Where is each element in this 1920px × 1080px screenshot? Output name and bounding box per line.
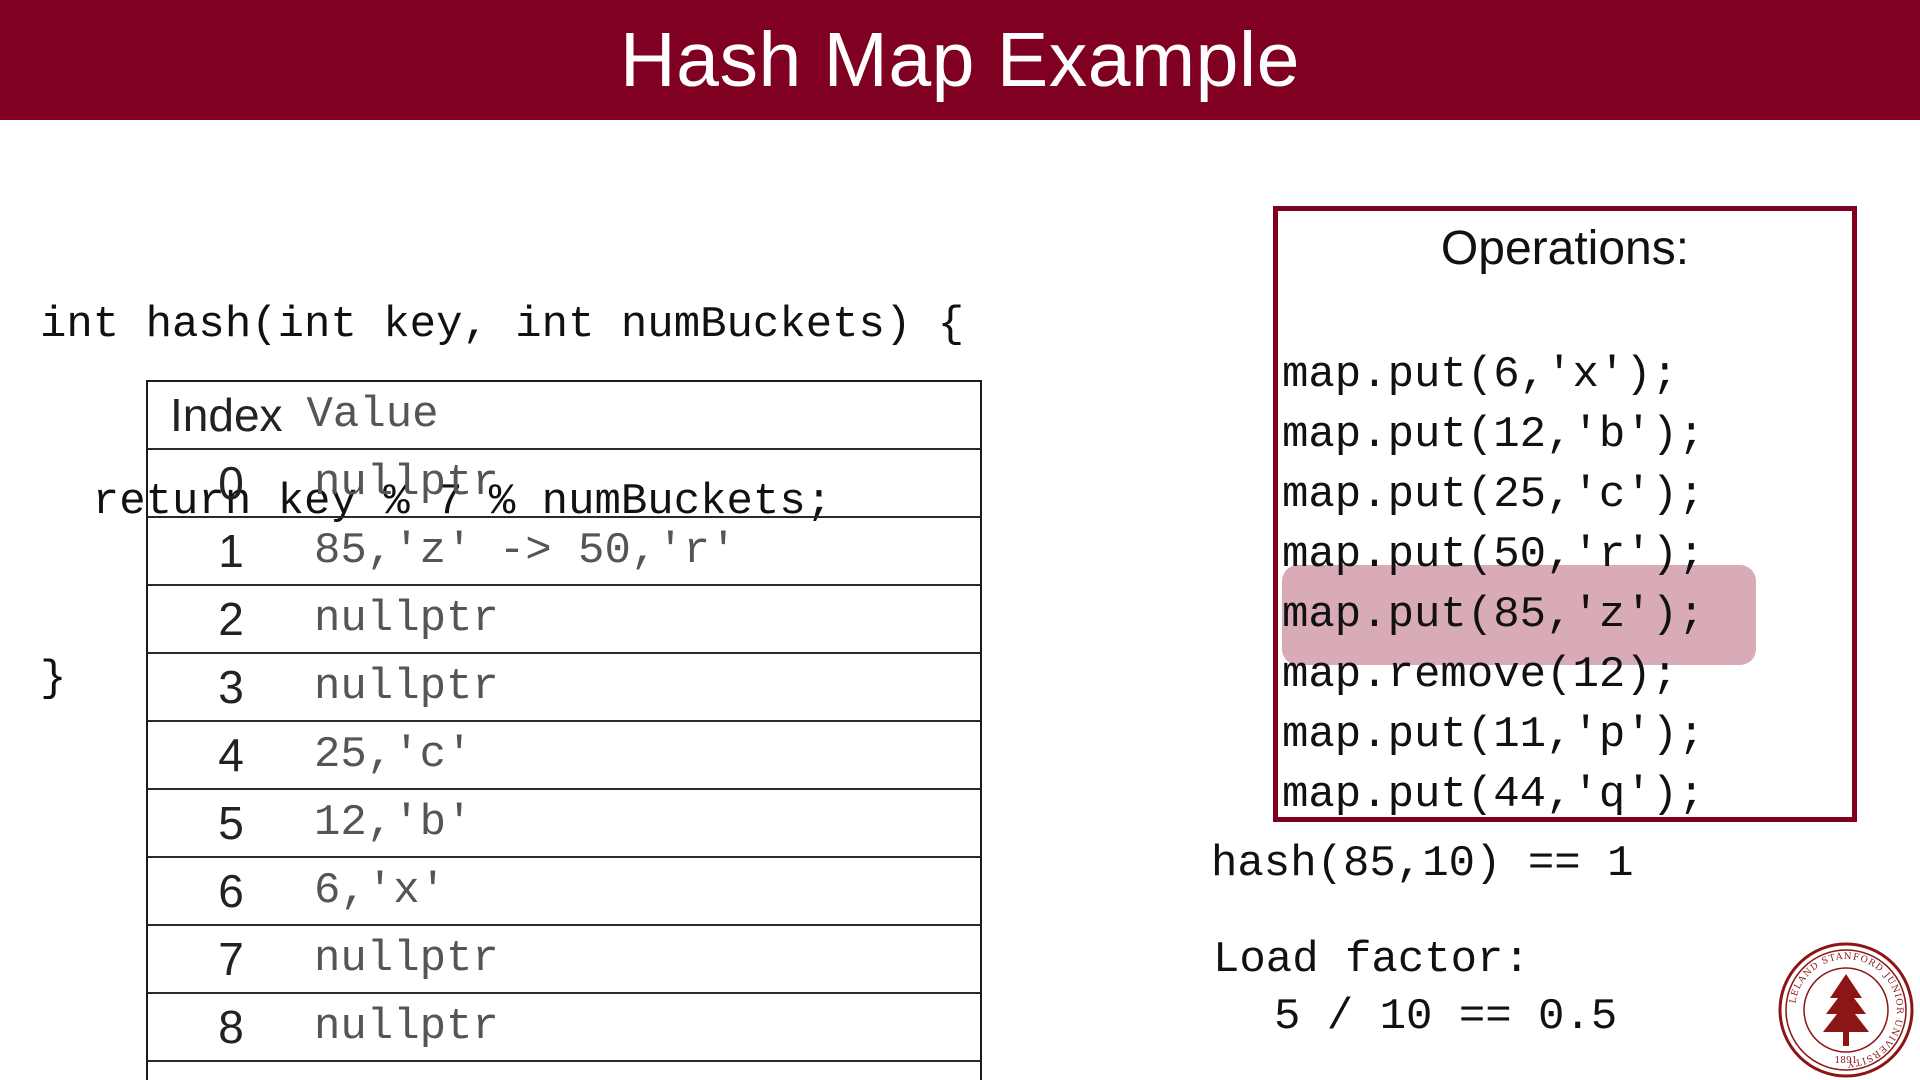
bucket-value: 25,'c' xyxy=(314,730,473,780)
stanford-seal-icon: LELAND STANFORD JUNIOR UNIVERSITY 1891 xyxy=(1778,942,1914,1078)
value-column-header: Value xyxy=(306,390,439,440)
table-header-row: Index Value xyxy=(148,382,980,450)
hash-result: hash(85,10) == 1 xyxy=(1211,839,1634,889)
hash-table: Index Value 0 nullptr 1 85,'z' -> 50,'r'… xyxy=(146,380,982,1080)
bucket-value: nullptr xyxy=(314,934,499,984)
bucket-value: nullptr xyxy=(314,458,499,508)
bucket-value: nullptr xyxy=(314,1002,499,1052)
index-column-header: Index xyxy=(170,389,283,441)
table-row: 0 nullptr xyxy=(148,450,980,518)
table-row: 6 6,'x' xyxy=(148,858,980,926)
bucket-value: nullptr xyxy=(314,594,499,644)
code-line: return key % 7 % numBuckets; xyxy=(40,477,833,527)
operation-line: map.put(11,'p'); xyxy=(1282,710,1705,760)
operation-line-current: map.put(85,'z'); xyxy=(1282,590,1705,640)
bucket-index: 6 xyxy=(218,865,244,917)
operation-line: map.put(44,'q'); xyxy=(1282,770,1705,820)
table-row: 5 12,'b' xyxy=(148,790,980,858)
operation-line: map.remove(12); xyxy=(1282,650,1679,700)
table-row: 7 nullptr xyxy=(148,926,980,994)
table-row: 8 nullptr xyxy=(148,994,980,1062)
operation-line: map.put(25,'c'); xyxy=(1282,470,1705,520)
table-row: 4 25,'c' xyxy=(148,722,980,790)
svg-text:1891: 1891 xyxy=(1835,1056,1858,1066)
code-line: } xyxy=(40,654,67,704)
hash-function-code: int hash(int key, int numBuckets) { retu… xyxy=(40,178,1160,827)
operations-title: Operations: xyxy=(1440,222,1690,275)
slide-title: Hash Map Example xyxy=(620,16,1300,103)
bucket-value: 6,'x' xyxy=(314,866,447,916)
bucket-index: 1 xyxy=(218,525,244,577)
operations-list: map.put(6,'x'); map.put(12,'b'); map.put… xyxy=(1282,345,1852,825)
load-factor-value: 5 / 10 == 0.5 xyxy=(1274,992,1618,1042)
bucket-index: 8 xyxy=(218,1001,244,1053)
bucket-index: 3 xyxy=(218,661,244,713)
bucket-index: 0 xyxy=(218,457,244,509)
operation-line: map.put(12,'b'); xyxy=(1282,410,1705,460)
bucket-index: 4 xyxy=(218,729,244,781)
operation-line: map.put(50,'r'); xyxy=(1282,530,1705,580)
bucket-value: 85,'z' -> 50,'r' xyxy=(314,526,737,576)
table-row: 3 nullptr xyxy=(148,654,980,722)
bucket-value: nullptr xyxy=(314,662,499,712)
bucket-index: 2 xyxy=(218,593,244,645)
bucket-value: 12,'b' xyxy=(314,798,473,848)
bucket-index: 5 xyxy=(218,797,244,849)
operation-line: map.put(6,'x'); xyxy=(1282,350,1679,400)
code-line: int hash(int key, int numBuckets) { xyxy=(40,300,965,350)
load-factor-label: Load factor: xyxy=(1213,935,1530,985)
operations-box: Operations: map.put(6,'x'); map.put(12,'… xyxy=(1273,206,1857,822)
bucket-index: 7 xyxy=(218,933,244,985)
title-bar: Hash Map Example xyxy=(0,0,1920,120)
current-operation-highlight xyxy=(1282,565,1756,665)
table-row: 1 85,'z' -> 50,'r' xyxy=(148,518,980,586)
table-row: 2 nullptr xyxy=(148,586,980,654)
